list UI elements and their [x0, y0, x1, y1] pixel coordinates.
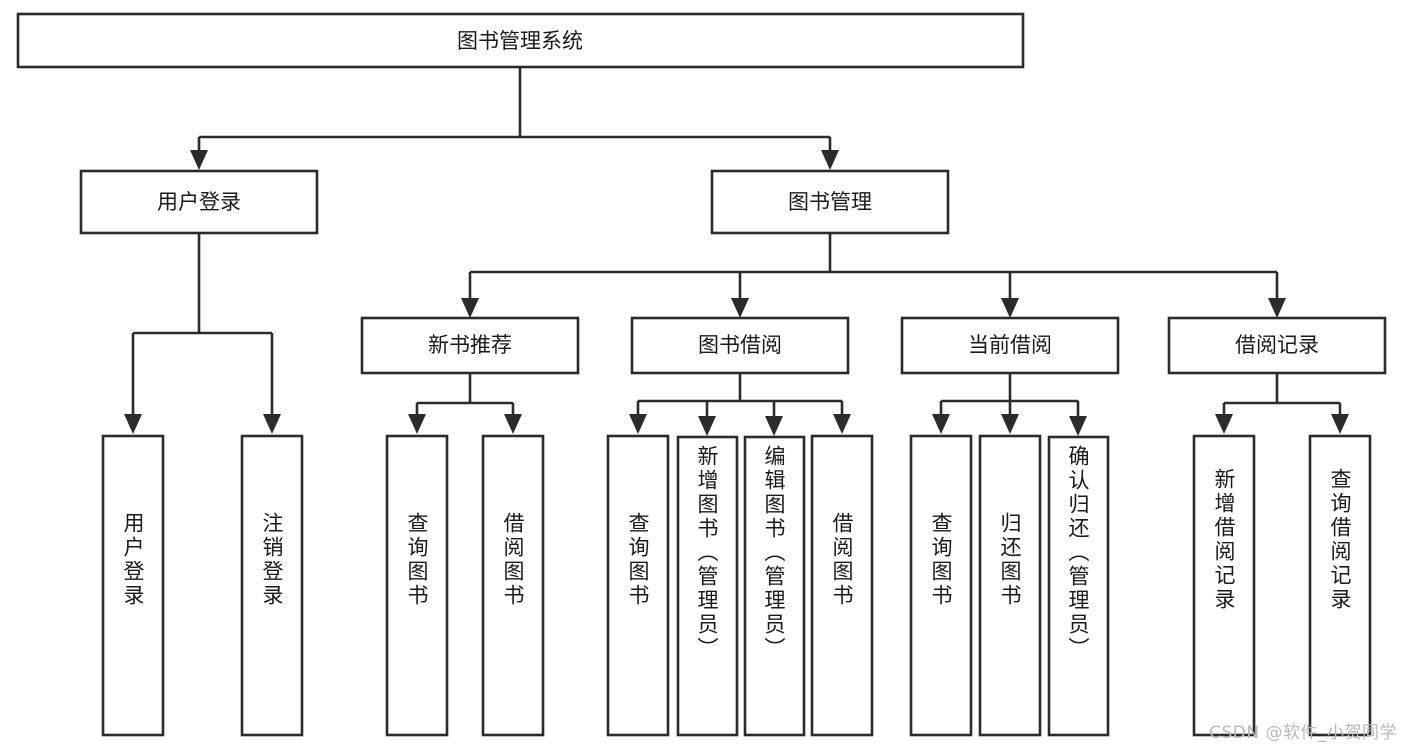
arrow-to-leaf-borrow-book-1 — [504, 414, 522, 434]
leaf-add-record[interactable]: 新增借阅记录 — [1192, 434, 1256, 737]
arrow-to-book-borrow — [731, 298, 749, 318]
arrow-root-to-user-login — [190, 150, 208, 170]
csdn-watermark: CSDN @软件_小贺同学 — [1209, 723, 1397, 743]
leaf-user-login[interactable]: 用户登录 — [101, 434, 165, 737]
leaf-query-book-1-box[interactable] — [385, 434, 449, 737]
node-root-box[interactable] — [16, 12, 1025, 69]
leaf-borrow-book-1-label: 借阅图书 — [501, 512, 525, 608]
node-book-manage-box[interactable] — [710, 169, 950, 235]
node-borrow-record-box[interactable] — [1167, 316, 1387, 375]
leaf-add-record-box[interactable] — [1192, 434, 1256, 737]
arrow-to-current-borrow — [1001, 298, 1019, 318]
leaf-query-record-label: 查询借阅记录 — [1328, 468, 1352, 612]
arrow-to-leaf-query-book-1 — [408, 414, 426, 434]
leaf-query-book-1-label: 查询图书 — [405, 512, 429, 608]
leaf-return-book-box[interactable] — [978, 434, 1042, 737]
leaf-borrow-book-1-box[interactable] — [481, 434, 545, 737]
leaf-query-book-2-box[interactable] — [606, 434, 670, 737]
node-book-borrow-label: 图书借阅 — [698, 333, 782, 357]
node-new-book-rec-label: 新书推荐 — [428, 333, 512, 357]
leaf-return-book[interactable]: 归还图书 — [978, 434, 1042, 737]
leaf-edit-book[interactable]: 编辑图书（管理员） — [743, 435, 806, 737]
leaf-borrow-book-2-label: 借阅图书 — [830, 512, 854, 608]
leaf-query-record-box[interactable] — [1308, 434, 1372, 737]
node-borrow-record-label: 借阅记录 — [1235, 333, 1319, 357]
node-current-borrow[interactable]: 当前借阅 — [900, 316, 1120, 375]
node-book-manage-label: 图书管理 — [788, 190, 872, 214]
node-user-login-box[interactable] — [79, 169, 319, 235]
arrow-to-new-book-rec — [461, 298, 479, 318]
node-book-manage[interactable]: 图书管理 — [710, 169, 950, 235]
leaf-borrow-book-1[interactable]: 借阅图书 — [481, 434, 545, 737]
node-root[interactable]: 图书管理系统 — [16, 12, 1025, 69]
arrow-to-leaf-user-login — [124, 414, 142, 434]
arrow-to-leaf-query-book-3 — [932, 414, 950, 434]
node-user-login[interactable]: 用户登录 — [79, 169, 319, 235]
arrow-to-leaf-add-record — [1215, 414, 1233, 434]
connector-layer — [124, 67, 1349, 436]
arrow-to-leaf-confirm-return — [1069, 416, 1087, 436]
leaf-logout[interactable]: 注销登录 — [240, 434, 304, 737]
leaf-query-book-3-box[interactable] — [909, 434, 973, 737]
leaf-borrow-book-2-box[interactable] — [810, 434, 874, 737]
leaf-add-book-box[interactable] — [676, 435, 739, 737]
arrow-to-leaf-return-book — [1001, 414, 1019, 434]
leaf-confirm-return-box[interactable] — [1047, 435, 1110, 737]
leaf-borrow-book-2[interactable]: 借阅图书 — [810, 434, 874, 737]
node-new-book-rec[interactable]: 新书推荐 — [360, 316, 580, 375]
arrow-to-leaf-query-book-2 — [629, 414, 647, 434]
leaf-return-book-label: 归还图书 — [998, 512, 1022, 608]
leaf-query-book-3[interactable]: 查询图书 — [909, 434, 973, 737]
leaf-edit-book-label: 编辑图书（管理员） — [762, 445, 786, 661]
node-current-borrow-label: 当前借阅 — [968, 333, 1052, 357]
arrow-to-leaf-query-record — [1331, 414, 1349, 434]
arrow-to-borrow-record — [1268, 298, 1286, 318]
leaf-query-book-1[interactable]: 查询图书 — [385, 434, 449, 737]
leaf-edit-book-box[interactable] — [743, 435, 806, 737]
node-book-borrow-box[interactable] — [630, 316, 850, 375]
arrow-to-leaf-borrow-book-2 — [833, 414, 851, 434]
node-root-label: 图书管理系统 — [457, 29, 583, 53]
node-borrow-record[interactable]: 借阅记录 — [1167, 316, 1387, 375]
leaf-logout-box[interactable] — [240, 434, 304, 737]
leaf-query-book-2[interactable]: 查询图书 — [606, 434, 670, 737]
leaf-confirm-return-label: 确认归还（管理员） — [1066, 445, 1090, 661]
node-user-login-label: 用户登录 — [157, 190, 241, 214]
leaf-query-book-3-label: 查询图书 — [929, 512, 953, 608]
arrow-to-leaf-edit-book — [765, 416, 783, 436]
node-book-borrow[interactable]: 图书借阅 — [630, 316, 850, 375]
leaf-user-login-box[interactable] — [101, 434, 165, 737]
arrow-to-leaf-add-book — [698, 416, 716, 436]
leaf-logout-label: 注销登录 — [260, 512, 284, 608]
leaf-add-book[interactable]: 新增图书（管理员） — [676, 435, 739, 737]
leaf-user-login-label: 用户登录 — [121, 512, 145, 608]
node-new-book-rec-box[interactable] — [360, 316, 580, 375]
leaf-add-record-label: 新增借阅记录 — [1212, 468, 1236, 612]
arrow-root-to-book-manage — [821, 150, 839, 170]
leaf-add-book-label: 新增图书（管理员） — [695, 445, 719, 661]
node-current-borrow-box[interactable] — [900, 316, 1120, 375]
leaf-query-record[interactable]: 查询借阅记录 — [1308, 434, 1372, 737]
leaf-query-book-2-label: 查询图书 — [626, 512, 650, 608]
arrow-to-leaf-logout — [263, 414, 281, 434]
leaf-confirm-return[interactable]: 确认归还（管理员） — [1047, 435, 1110, 737]
